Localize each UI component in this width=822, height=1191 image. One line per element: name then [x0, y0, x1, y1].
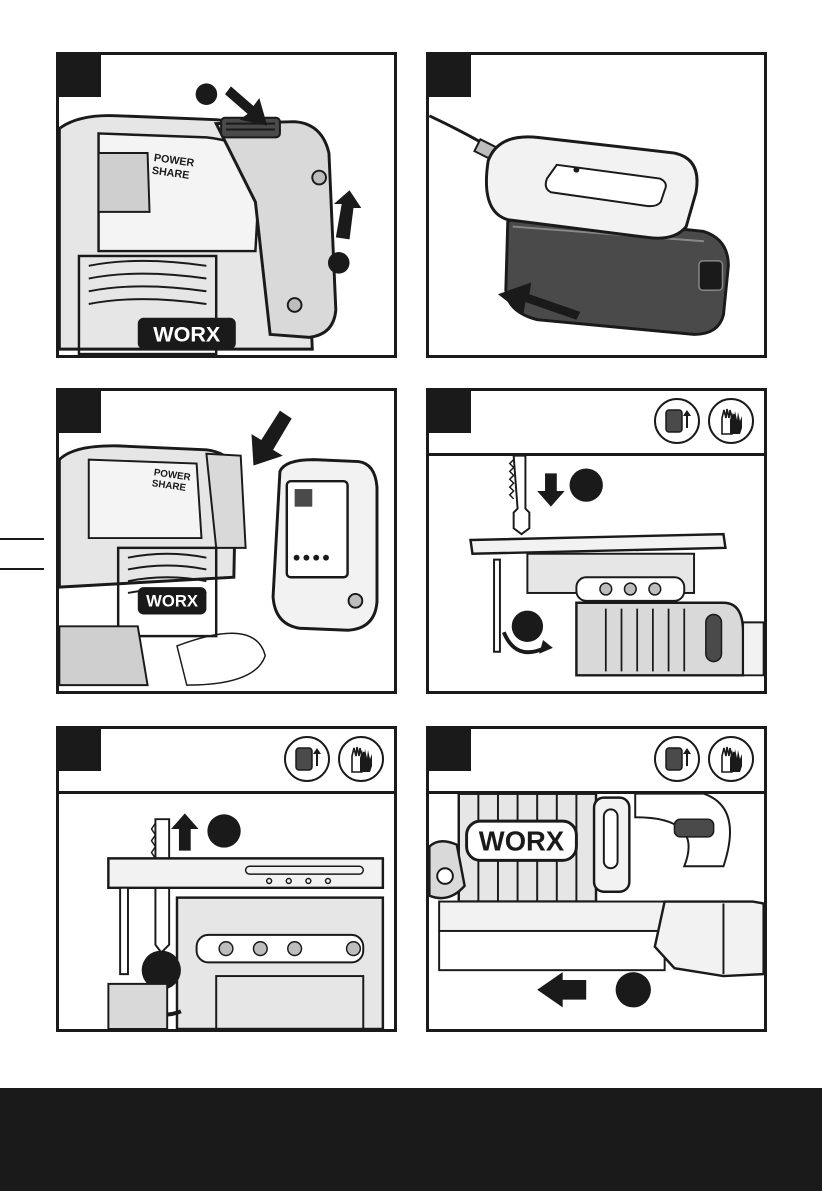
safety-icons: [654, 398, 754, 444]
slide-arrow-icon: [537, 972, 586, 1007]
figure-a: WORX POWER SHARE: [56, 52, 397, 358]
battery-charger-illustration: [429, 55, 764, 355]
gloves-icon: [708, 398, 754, 444]
figure-a-label-tab: [59, 55, 101, 97]
step-1-marker: [196, 83, 218, 105]
page-edge-rule: [0, 568, 44, 570]
jigsaw-battery-release-illustration: WORX POWER SHARE: [59, 55, 394, 355]
page-footer-bar: [0, 1088, 822, 1191]
brand-badge-text: WORX: [146, 592, 198, 611]
battery-removal-icon: [654, 736, 700, 782]
gloves-icon: [338, 736, 384, 782]
brand-badge-text: WORX: [479, 826, 565, 857]
lift-arrow-icon: [334, 190, 361, 239]
figure-f-label-tab: [429, 729, 471, 771]
battery-insert-illustration: POWER SHARE WORX: [59, 391, 394, 691]
safety-icons: [284, 736, 384, 782]
down-arrow-icon: [537, 473, 564, 506]
battery-removal-icon: [654, 398, 700, 444]
step-marker: [512, 611, 543, 642]
figure-b: [426, 52, 767, 358]
figure-d-label-tab: [429, 391, 471, 433]
step-marker: [616, 972, 651, 1007]
figure-c-label-tab: [59, 391, 101, 433]
figure-d: [426, 388, 767, 694]
up-arrow-icon: [171, 813, 198, 850]
figure-e-header-divider: [59, 791, 394, 794]
gloves-icon: [708, 736, 754, 782]
figure-f-header-divider: [429, 791, 764, 794]
figure-c: POWER SHARE WORX: [56, 388, 397, 694]
step-marker: [570, 468, 603, 501]
figure-d-header-divider: [429, 453, 764, 456]
insert-arrow-icon: [252, 411, 292, 466]
step-marker: [207, 814, 240, 847]
brand-badge-text: WORX: [153, 321, 221, 346]
figure-f: WORX: [426, 726, 767, 1032]
step-2-marker: [328, 252, 350, 274]
battery-removal-icon: [284, 736, 330, 782]
safety-icons: [654, 736, 754, 782]
figure-e-label-tab: [59, 729, 101, 771]
figure-e: [56, 726, 397, 1032]
figure-b-label-tab: [429, 55, 471, 97]
page-edge-rule: [0, 538, 44, 540]
